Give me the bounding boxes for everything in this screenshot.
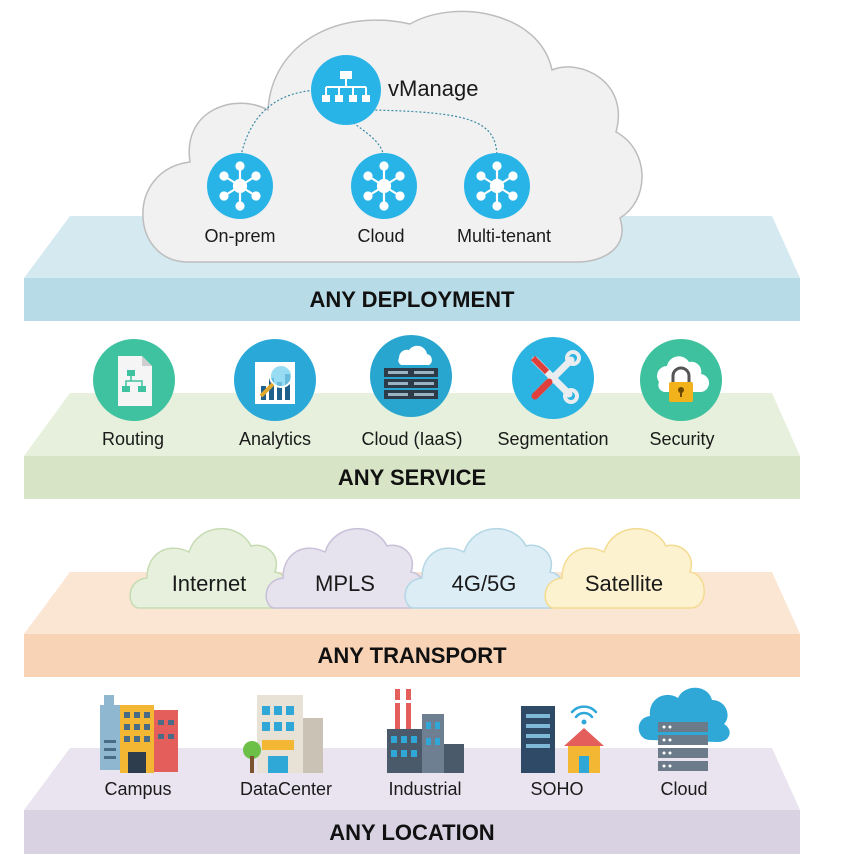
hierarchy-icon — [322, 71, 370, 102]
node-multitenant[interactable] — [464, 153, 530, 219]
node-label-multitenant: Multi-tenant — [457, 226, 551, 246]
deployment-cloud — [142, 10, 643, 263]
hub-icon — [363, 161, 405, 211]
transport-title: ANY TRANSPORT — [317, 643, 507, 668]
transport-layer: ANY TRANSPORT Internet MPLS 4G/5G Satell… — [24, 528, 800, 677]
link-multitenant — [369, 109, 498, 159]
service-segmentation[interactable] — [512, 337, 594, 419]
routing-doc-icon — [118, 356, 152, 406]
transport-cloud-4g5g[interactable] — [404, 528, 565, 609]
vmanage-label: vManage — [388, 76, 479, 101]
transport-label-satellite: Satellite — [585, 571, 663, 596]
service-layer: ANY SERVICE Routing — [24, 335, 800, 499]
transport-cloud-satellite[interactable] — [544, 528, 705, 609]
node-cloud[interactable] — [351, 153, 417, 219]
location-label-cloud: Cloud — [660, 779, 707, 799]
service-label-segmentation: Segmentation — [497, 429, 608, 449]
service-security[interactable] — [640, 339, 722, 421]
service-label-cloud-iaas: Cloud (IaaS) — [361, 429, 462, 449]
service-band — [24, 456, 800, 499]
hub-icon — [219, 161, 261, 211]
location-layer: ANY LOCATION Campus — [24, 687, 800, 854]
hub-icon — [476, 161, 518, 211]
service-analytics[interactable] — [234, 339, 316, 421]
location-label-soho: SOHO — [530, 779, 583, 799]
location-label-industrial: Industrial — [388, 779, 461, 799]
service-platform-top — [24, 393, 800, 456]
service-title: ANY SERVICE — [338, 465, 486, 490]
transport-band — [24, 634, 800, 677]
server-cloud-icon — [384, 345, 438, 399]
home-wifi-icon[interactable] — [521, 705, 604, 773]
analytics-magnifier-icon — [255, 362, 295, 404]
location-label-campus: Campus — [104, 779, 171, 799]
location-title: ANY LOCATION — [329, 820, 494, 845]
datacenter-building-icon[interactable] — [243, 695, 323, 773]
location-band — [24, 810, 800, 854]
padlock-cloud-icon — [657, 356, 710, 402]
campus-buildings-icon[interactable] — [100, 695, 178, 773]
node-onprem[interactable] — [207, 153, 273, 219]
vmanage-node[interactable] — [311, 55, 381, 125]
node-label-cloud: Cloud — [357, 226, 404, 246]
wrench-tools-icon — [530, 350, 581, 404]
service-label-routing: Routing — [102, 429, 164, 449]
cloud-server-icon[interactable] — [638, 687, 730, 771]
node-label-onprem: On-prem — [204, 226, 275, 246]
link-onprem — [239, 89, 319, 161]
deployment-layer: ANY DEPLOYMENT vManage — [24, 10, 800, 321]
service-cloud-iaas[interactable] — [370, 335, 452, 417]
service-label-analytics: Analytics — [239, 429, 311, 449]
factory-icon[interactable] — [387, 689, 464, 773]
deployment-title: ANY DEPLOYMENT — [310, 287, 516, 312]
transport-label-mpls: MPLS — [315, 571, 375, 596]
transport-label-4g5g: 4G/5G — [452, 571, 517, 596]
location-label-datacenter: DataCenter — [240, 779, 332, 799]
transport-label-internet: Internet — [172, 571, 247, 596]
transport-cloud-mpls[interactable] — [265, 528, 426, 609]
service-routing[interactable] — [93, 339, 175, 421]
service-label-security: Security — [649, 429, 714, 449]
location-platform-top — [24, 748, 800, 810]
deployment-band — [24, 278, 800, 321]
